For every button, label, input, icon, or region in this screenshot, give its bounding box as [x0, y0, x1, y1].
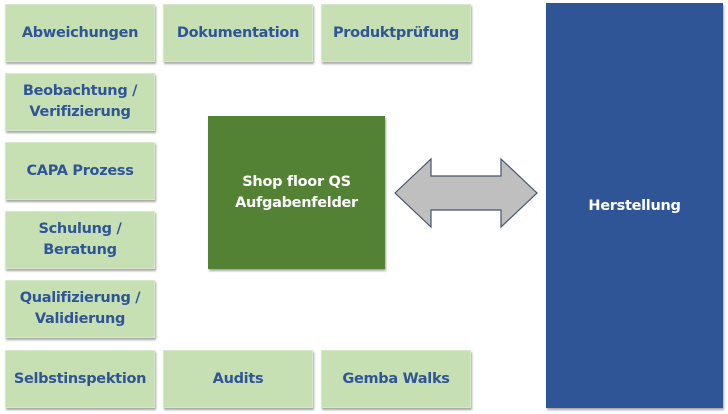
- box-label: Produktprüfung: [332, 24, 459, 41]
- box-label: Abweichungen: [21, 24, 139, 41]
- box-label: Qualifizierung / Validierung: [19, 290, 141, 327]
- double-arrow-shape: [394, 157, 538, 229]
- box-label: Audits: [212, 370, 264, 387]
- box-label: Selbstinspektion: [13, 370, 147, 387]
- box-dokumentation: Dokumentation: [163, 4, 313, 62]
- target-box-herstellung: Herstellung: [546, 3, 723, 408]
- box-capa: CAPA Prozess: [5, 142, 155, 200]
- box-selbstinspektion: Selbstinspektion: [5, 350, 155, 408]
- box-label: Beobachtung / Verifizierung: [22, 83, 138, 120]
- target-label: Herstellung: [588, 197, 681, 214]
- center-box-shop-floor-qs: Shop floor QS Aufgabenfelder: [208, 116, 385, 269]
- box-beobachtung: Beobachtung / Verifizierung: [5, 73, 155, 131]
- box-produktpruefung: Produktprüfung: [321, 4, 471, 62]
- box-audits: Audits: [163, 350, 313, 408]
- box-qualifizierung: Qualifizierung / Validierung: [5, 280, 155, 338]
- box-label: Gemba Walks: [342, 370, 450, 387]
- box-label: Schulung / Beratung: [38, 221, 122, 258]
- box-schulung: Schulung / Beratung: [5, 211, 155, 269]
- double-arrow-icon: [394, 157, 538, 229]
- center-label: Shop floor QS Aufgabenfelder: [235, 173, 358, 211]
- box-label: Dokumentation: [176, 24, 300, 41]
- box-abweichungen: Abweichungen: [5, 4, 155, 62]
- box-gemba-walks: Gemba Walks: [321, 350, 471, 408]
- box-label: CAPA Prozess: [26, 162, 134, 179]
